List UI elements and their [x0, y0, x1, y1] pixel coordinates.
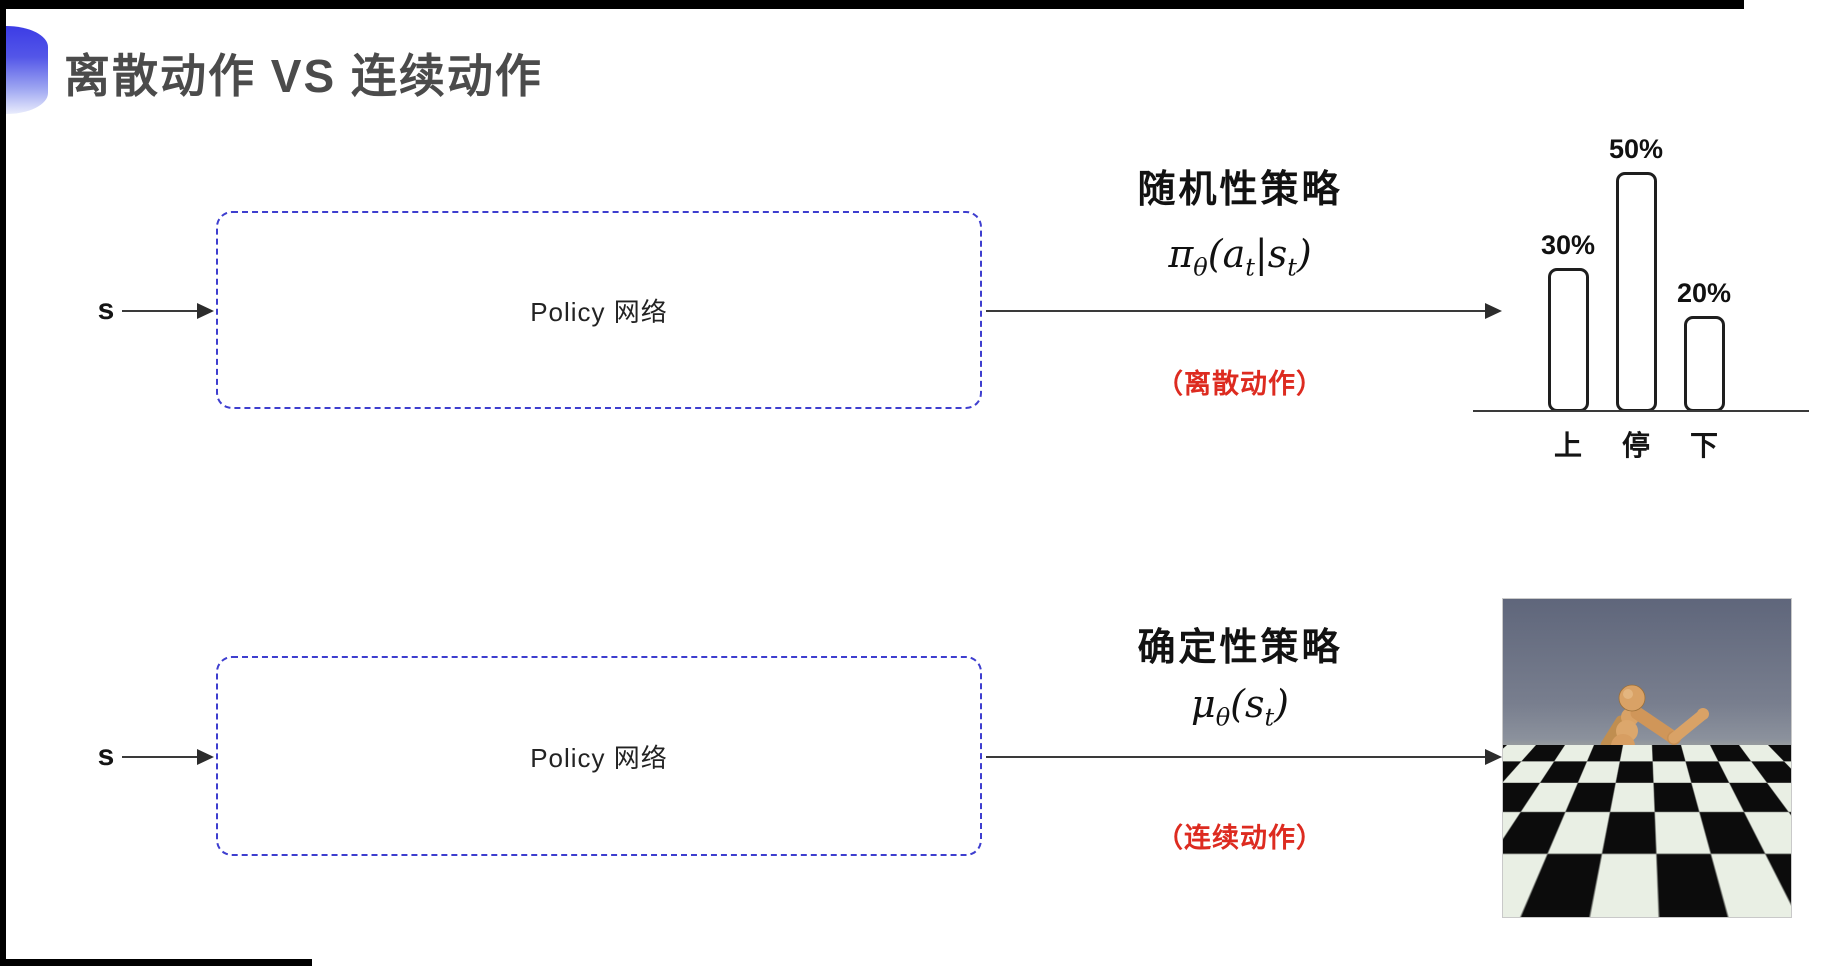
title-bullet-icon: [6, 26, 48, 114]
video-frame-left-bar: [0, 0, 6, 966]
humanoid-figure: [1563, 684, 1709, 908]
page-title: 离散动作 VS 连续动作: [64, 50, 543, 102]
bar-down: [1683, 316, 1725, 412]
policy-network-box-top: Policy 网络: [216, 211, 982, 409]
policy-network-label-top: Policy 网络: [530, 296, 668, 327]
formula-part: (s: [1230, 682, 1265, 726]
humanoid-simulation-image: [1502, 598, 1792, 918]
policy-network-label-bottom: Policy 网络: [530, 742, 668, 773]
formula-part: ): [1274, 682, 1289, 726]
formula-part: t: [1287, 253, 1297, 282]
video-frame-top-bar: [0, 0, 1744, 9]
arrow-state-to-policy-bottom: [122, 749, 214, 765]
chart-bar-column: 30%: [1528, 230, 1608, 412]
discrete-action-note: （离散动作）: [1156, 369, 1324, 399]
deterministic-policy-title: 确定性策略: [1137, 627, 1343, 669]
formula-part: π: [1168, 232, 1194, 276]
video-frame-bottom-bar: [0, 959, 312, 966]
formula-part: θ: [1215, 703, 1231, 732]
formula-part: μ: [1191, 682, 1216, 726]
stochastic-policy-title: 随机性策略: [1137, 169, 1343, 211]
stochastic-policy-formula: πθ(at|st): [1090, 232, 1390, 282]
formula-part: t: [1264, 703, 1275, 732]
state-input-label-top: s: [97, 293, 115, 326]
formula-part: θ: [1193, 253, 1208, 282]
formula-part: ): [1296, 232, 1312, 276]
bar-stay: [1615, 172, 1657, 412]
formula-part: t: [1245, 253, 1255, 282]
bar-value-label: 50%: [1608, 134, 1664, 164]
arrow-policy-to-action: [986, 749, 1502, 765]
bar-up: [1547, 268, 1589, 412]
humanoid-shadow: [1563, 836, 1693, 908]
chart-bar-column: 50%: [1596, 134, 1676, 412]
arrow-policy-to-distribution: [986, 303, 1502, 319]
policy-network-box-bottom: Policy 网络: [216, 656, 982, 856]
sim-horizon-haze: [1503, 738, 1791, 774]
chart-axis-line: [1473, 410, 1809, 412]
action-probability-chart: 30% 50% 20% 上 停 下: [1473, 110, 1809, 465]
bar-value-label: 30%: [1540, 230, 1596, 260]
formula-part: |s: [1254, 232, 1288, 276]
category-label-down: 下: [1689, 430, 1718, 461]
deterministic-policy-formula: μθ(st): [1090, 682, 1390, 732]
category-label-up: 上: [1553, 430, 1582, 461]
humanoid-head: [1618, 684, 1646, 712]
state-input-label-bottom: s: [97, 739, 115, 772]
chart-bar-column: 20%: [1664, 278, 1744, 412]
continuous-action-note: （连续动作）: [1156, 823, 1324, 853]
bar-value-label: 20%: [1676, 278, 1732, 308]
arrow-state-to-policy-top: [122, 303, 214, 319]
humanoid-body: [1600, 684, 1709, 846]
category-label-stay: 停: [1621, 430, 1650, 461]
formula-part: (a: [1207, 232, 1246, 276]
